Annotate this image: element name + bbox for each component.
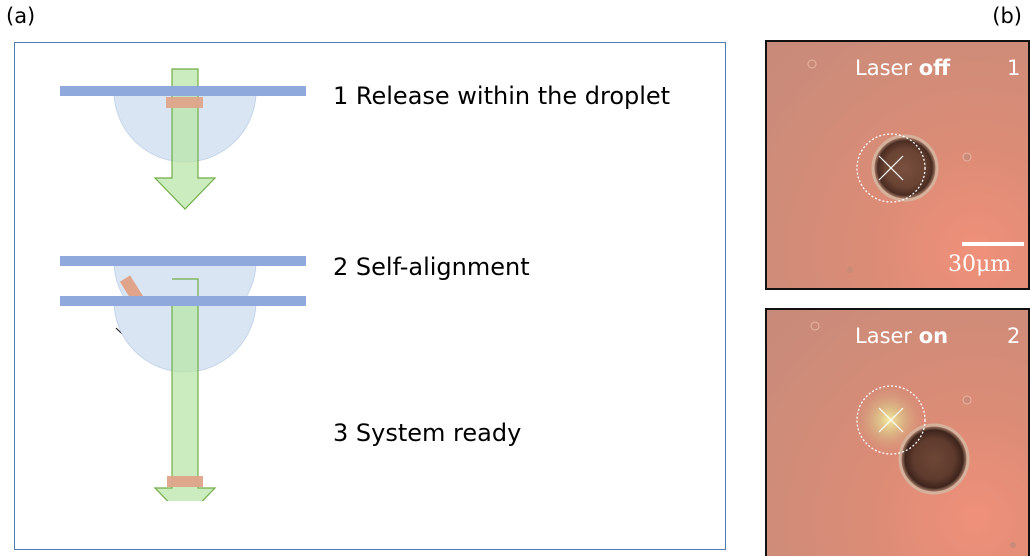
pollen-particle <box>871 134 939 202</box>
laser-status: Laser off <box>855 56 951 80</box>
frame-number: 1 <box>1007 56 1021 80</box>
laser-status: Laser on <box>855 324 949 348</box>
laser-spot-outline <box>856 133 926 203</box>
slide-2 <box>60 256 306 266</box>
step-3-caption: 3 System ready <box>333 419 522 447</box>
micrograph-laser-off: Laser off 1 30μm <box>765 40 1030 290</box>
particle-3 <box>167 476 203 487</box>
particle-1 <box>166 97 203 108</box>
panel-b-label: (b) <box>992 4 1022 28</box>
schematic-drawing <box>60 68 306 501</box>
light-arrow-3 <box>153 301 217 501</box>
step-2-caption: 2 Self-alignment <box>333 253 530 281</box>
schematic-panel: 1 Release within the droplet 2 Self-alig… <box>14 42 726 550</box>
step-3-diagram <box>60 278 306 501</box>
laser-glow <box>855 386 923 454</box>
frame-number: 2 <box>1007 324 1021 348</box>
scale-bar-label: 30μm <box>948 252 1012 277</box>
pollen-particle <box>898 423 970 495</box>
laser-spot-outline <box>856 385 926 455</box>
step-1-diagram <box>60 68 306 210</box>
scale-bar <box>962 242 1024 246</box>
micrograph-laser-on: Laser on 2 <box>765 308 1030 556</box>
slide-1 <box>60 86 306 96</box>
panel-a-label: (a) <box>6 4 36 28</box>
step-1-caption: 1 Release within the droplet <box>333 82 671 110</box>
slide-3 <box>60 296 306 306</box>
